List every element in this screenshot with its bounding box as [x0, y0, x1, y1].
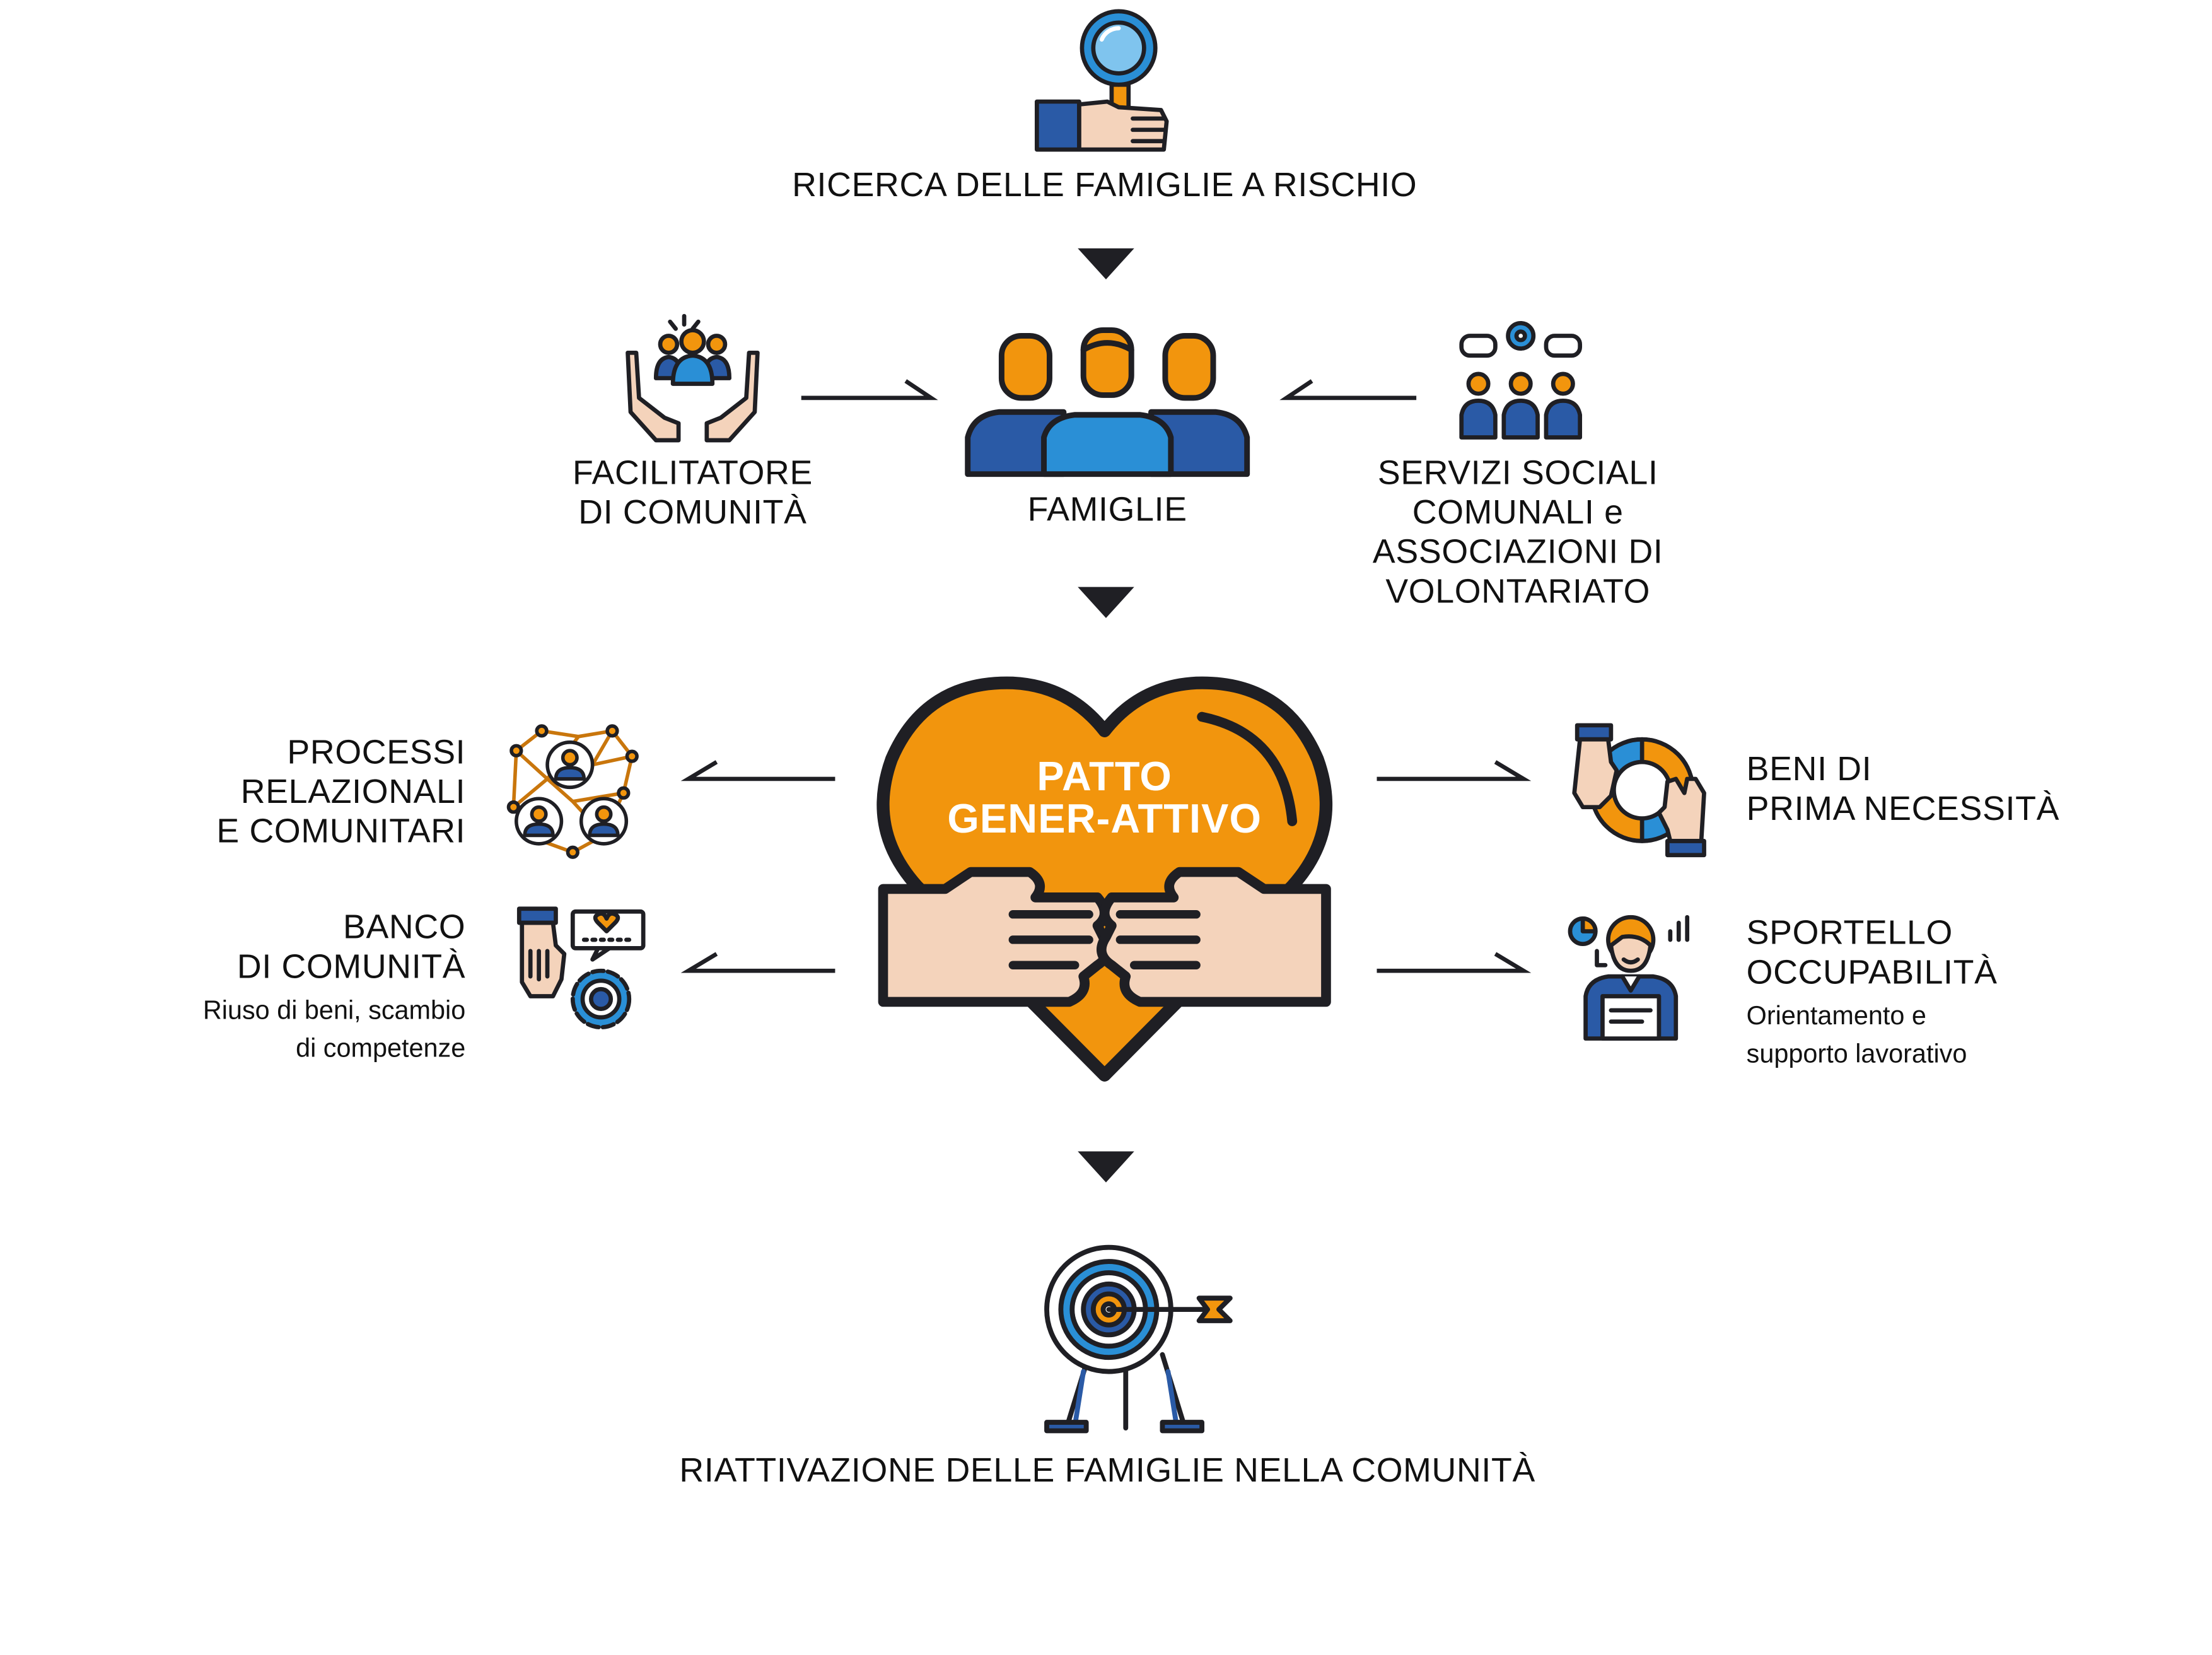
center-title: PATTO GENER-ATTIVO	[947, 754, 1262, 843]
family-group-icon	[962, 322, 1253, 477]
arrow-left-icon	[1279, 379, 1417, 401]
banco-description: Riuso di beni, scambio di competenze	[202, 995, 466, 1063]
arrow-left-icon	[680, 952, 835, 973]
banco-label: BANCO DI COMUNITÀ	[236, 908, 466, 986]
famiglie-label: FAMIGLIE	[1027, 491, 1187, 529]
arrow-right-icon	[1377, 760, 1532, 781]
hands-team-icon	[622, 310, 764, 446]
servizi-label: SERVIZI SOCIALI COMUNALI e ASSOCIAZIONI …	[1372, 454, 1663, 611]
hand-magnifier-icon	[1034, 8, 1175, 155]
network-people-icon	[505, 722, 641, 859]
heart-handshake-icon	[876, 674, 1332, 1084]
top-step-label: RICERCA DELLE FAMIGLIE A RISCHIO	[792, 166, 1417, 205]
arrow-down-icon	[1078, 248, 1134, 279]
sportello-description: Orientamento e supporto lavorativo	[1746, 1000, 1967, 1068]
bottom-step-label: RIATTIVAZIONE DELLE FAMIGLIE NELLA COMUN…	[679, 1452, 1535, 1490]
facilitatore-label: FACILITATORE DI COMUNITÀ	[572, 454, 813, 532]
arrow-right-icon	[801, 379, 938, 401]
hand-gear-icon	[516, 903, 649, 1033]
team-chat-icon	[1456, 316, 1586, 443]
arrow-left-icon	[680, 760, 835, 781]
sportello-label: SPORTELLO OCCUPABILITÀ	[1746, 914, 1998, 992]
job-advisor-icon	[1566, 909, 1701, 1047]
arrow-right-icon	[1377, 952, 1532, 973]
lifebuoy-hands-icon	[1569, 722, 1710, 858]
beni-label: BENI DI PRIMA NECESSITÀ	[1746, 751, 2060, 829]
arrow-down-icon	[1078, 587, 1134, 618]
target-arrow-icon	[1041, 1242, 1238, 1434]
arrow-down-icon	[1078, 1151, 1134, 1183]
processi-label: PROCESSI RELAZIONALI E COMUNITARI	[216, 734, 466, 851]
